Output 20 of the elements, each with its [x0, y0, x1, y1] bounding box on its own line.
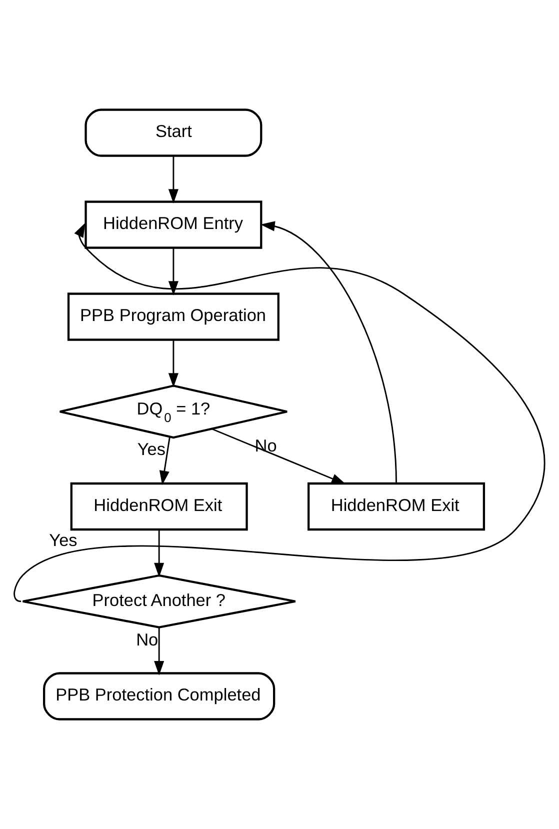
node-box: HiddenROM Exit [308, 482, 486, 531]
node-box: HiddenROM Entry [84, 200, 262, 249]
node-diamond: Protect Another ? [22, 574, 296, 628]
node-diamond: DQ$_{0}$ = 1? [58, 384, 288, 439]
arrow [168, 248, 178, 296]
arrow [14, 222, 545, 602]
node-box: Start [84, 108, 262, 157]
edge-label: No [136, 629, 158, 650]
arrow [260, 221, 397, 484]
arrow [168, 340, 178, 388]
edge-label: Yes [49, 530, 78, 550]
node-box: PPB Protection Completed [43, 672, 276, 720]
node-box: HiddenROM Exit [70, 482, 248, 531]
arrow [154, 530, 164, 578]
arrow [211, 428, 346, 484]
node-box: PPB Program Operation [67, 292, 280, 341]
arrow [168, 156, 178, 204]
arrow [159, 436, 170, 486]
arrow [154, 627, 164, 676]
edge-label: Yes [137, 439, 166, 460]
